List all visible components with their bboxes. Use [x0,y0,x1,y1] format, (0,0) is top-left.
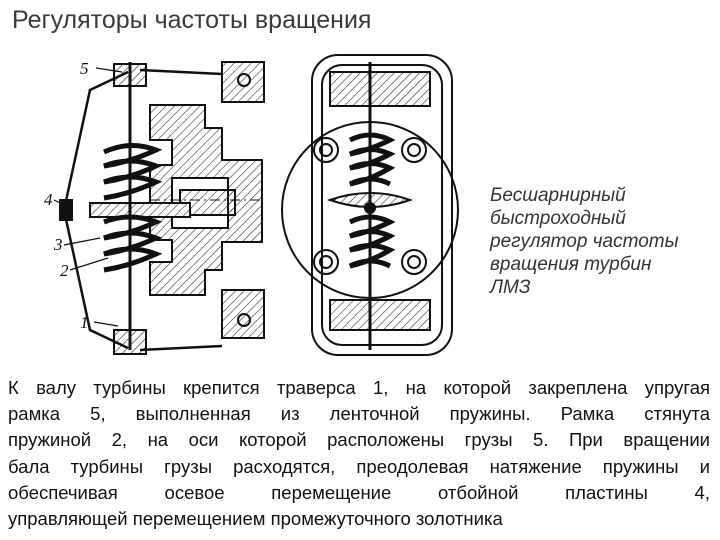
slide-title: Регуляторы частоты вращения [12,6,372,34]
callout-3: 3 [53,235,63,254]
description-line: обеспечивая осевое перемещение отбойной … [8,481,710,503]
description-line: рамка 5, выполненная из ленточной пружин… [8,403,710,425]
left-section-view [59,61,265,355]
description-line: управляющей перемещением промежуточного … [8,508,503,530]
callout-5: 5 [80,59,89,78]
description-line: бала турбины грузы расходятся, преодолев… [8,455,710,477]
callout-leaders [53,67,123,327]
right-front-view [281,54,459,356]
callout-1: 1 [80,313,89,332]
callout-2: 2 [60,261,69,280]
governor-drawing: 5 4 3 2 1 [44,54,459,356]
description-line: К валу турбины крепится траверса 1, на к… [8,377,710,398]
drawing-caption: Бесшарнирный быстроходный регулятор част… [490,185,679,298]
description-line: пружиной 2, на оси которой расположены г… [8,429,710,451]
callout-4: 4 [44,190,53,209]
description-paragraph: К валу турбины крепится траверса 1, на к… [8,375,710,532]
